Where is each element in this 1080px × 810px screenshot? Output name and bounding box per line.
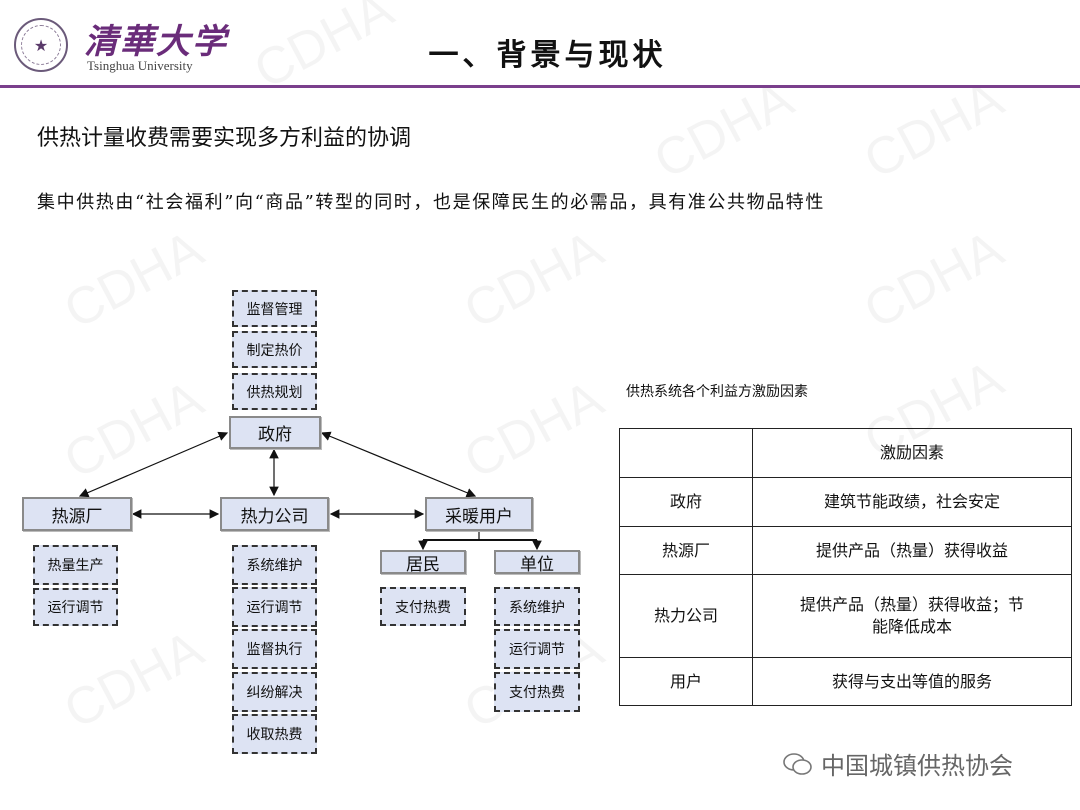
gov-duty-box: 供热规划	[232, 373, 317, 410]
unit-duty-box: 系统维护	[494, 587, 580, 626]
incentive-table: 激励因素 政府 建筑节能政绩，社会安定 热源厂 提供产品（热量）获得收益 热力公…	[619, 428, 1072, 706]
table-caption: 供热系统各个利益方激励因素	[626, 384, 808, 400]
party-cell: 热力公司	[619, 574, 753, 658]
header-cell: 激励因素	[752, 428, 1072, 478]
table-row: 热源厂 提供产品（热量）获得收益	[619, 526, 1072, 575]
heat-source-node: 热源厂	[22, 497, 132, 531]
table-header-row: 激励因素	[619, 428, 1072, 478]
section-heading: 供热计量收费需要实现多方利益的协调	[37, 126, 412, 151]
table-row: 热力公司 提供产品（热量）获得收益；节能降低成本	[619, 574, 1072, 658]
footer-text: 中国城镇供热协会	[821, 752, 1013, 780]
resident-duty-box: 支付热费	[380, 587, 466, 626]
gov-duty-box: 制定热价	[232, 331, 317, 368]
company-duty-box: 收取热费	[232, 714, 317, 754]
header-cell	[619, 428, 753, 478]
table-row: 用户 获得与支出等值的服务	[619, 657, 1072, 706]
company-duty-box: 系统维护	[232, 545, 317, 585]
incentive-cell: 提供产品（热量）获得收益；节能降低成本	[752, 574, 1072, 658]
resident-node: 居民	[380, 550, 466, 575]
subtitle-text: 集中供热由“社会福利”向“商品”转型的同时，也是保障民生的必需品，具有准公共物品…	[37, 192, 826, 213]
heat-source-duty-box: 运行调节	[33, 588, 118, 626]
logo-chinese: 清華大学	[84, 22, 228, 62]
footer-watermark: 中国城镇供热协会	[783, 746, 1013, 781]
incentive-cell: 建筑节能政绩，社会安定	[752, 477, 1072, 527]
party-cell: 热源厂	[619, 526, 753, 575]
incentive-cell: 提供产品（热量）获得收益	[752, 526, 1072, 575]
heat-company-node: 热力公司	[220, 497, 329, 531]
party-cell: 用户	[619, 657, 753, 706]
slide-title: 一、背景与现状	[428, 38, 667, 73]
heat-source-duty-box: 热量生产	[33, 545, 118, 585]
company-duty-box: 运行调节	[232, 587, 317, 627]
unit-node: 单位	[494, 550, 580, 575]
wechat-icon	[783, 752, 812, 775]
gov-duty-box: 监督管理	[232, 290, 317, 327]
table-row: 政府 建筑节能政绩，社会安定	[619, 477, 1072, 527]
government-node: 政府	[229, 416, 321, 449]
company-duty-box: 纠纷解决	[232, 672, 317, 712]
incentive-cell: 获得与支出等值的服务	[752, 657, 1072, 706]
company-duty-box: 监督执行	[232, 629, 317, 669]
university-seal-logo: ★	[14, 18, 68, 72]
logo-english: Tsinghua University	[87, 58, 193, 73]
arrow-gov-users	[320, 431, 477, 498]
incentive-text: 提供产品（热量）获得收益；节能降低成本	[799, 595, 1024, 636]
party-cell: 政府	[619, 477, 753, 527]
unit-duty-box: 运行调节	[494, 629, 580, 669]
arrow-gov-heatsource	[78, 431, 229, 498]
unit-duty-box: 支付热费	[494, 672, 580, 712]
header-divider	[0, 85, 1080, 88]
users-node: 采暖用户	[425, 497, 533, 531]
